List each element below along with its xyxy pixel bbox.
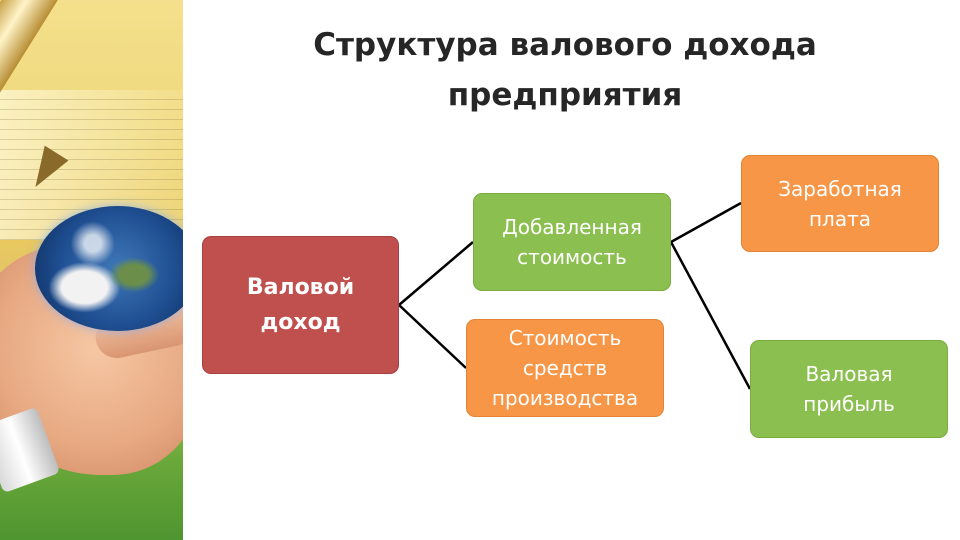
node-gross-profit: Валовая прибыль <box>750 340 948 438</box>
node-label-line: Добавленная <box>502 215 642 239</box>
node-label-line: Заработная <box>778 176 902 201</box>
edge-added-value-to-gross-profit <box>669 241 752 390</box>
node-label-line: доход <box>260 310 341 335</box>
node-added-value: Добавленная стоимость <box>473 193 671 291</box>
edge-added-value-to-wages <box>670 201 742 244</box>
decorative-photo <box>0 0 183 540</box>
node-label-line: прибыль <box>803 392 895 416</box>
earth-globe-icon <box>35 206 183 331</box>
node-label-line: Валовая <box>805 362 893 386</box>
node-label-line: производства <box>491 386 639 410</box>
edge-gross-income-to-added-value <box>398 241 474 306</box>
node-label-line: плата <box>808 206 872 231</box>
node-gross-income: Валовой доход <box>202 236 399 374</box>
node-wages: Заработная плата <box>741 155 939 252</box>
node-label-line: средств <box>522 356 608 380</box>
node-label-line: стоимость <box>517 245 627 269</box>
edge-gross-income-to-means-of-production <box>398 304 467 369</box>
title-line-2: предприятия <box>447 77 683 113</box>
title-line-1: Структура валового дохода <box>313 27 817 63</box>
node-label-line: Стоимость <box>508 326 622 350</box>
page-title: Структура валового дохода предприятия <box>220 20 910 120</box>
node-means-of-production: Стоимость средств производства <box>466 319 664 417</box>
node-label-line: Валовой <box>246 275 355 300</box>
